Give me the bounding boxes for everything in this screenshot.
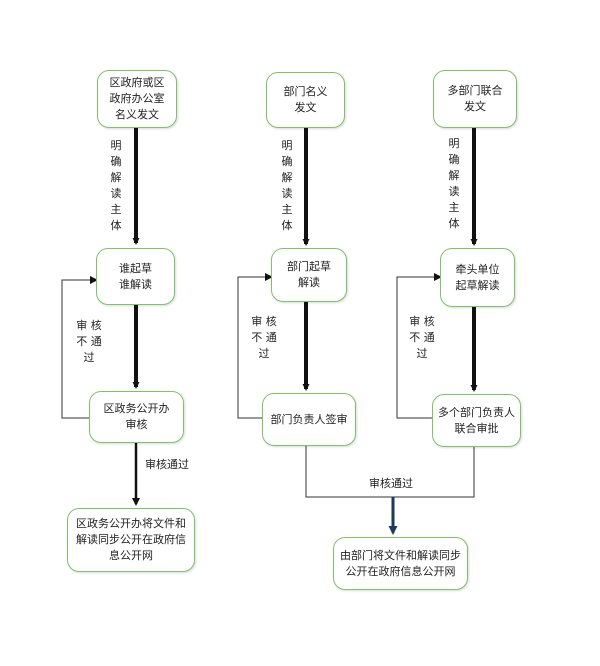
label-clarify-c1: 明 确 解 读 主 体 (110, 139, 122, 232)
label-clarify-c3: 明 确 解 读 主 体 (448, 137, 460, 230)
merge-line (305, 446, 475, 498)
node-dept-publish: 由部门将文件和解读同步 公开在政府信息公开网 (333, 537, 468, 590)
node-district-gov-issue: 区政府或区 政府办公室 名义发文 (97, 70, 177, 128)
node-department-issue: 部门名义 发文 (266, 72, 345, 128)
node-c2-draft-interpret: 部门起草 解读 (271, 248, 347, 302)
label-review-passed-c1: 审核通过 (145, 458, 189, 471)
node-dept-head-review: 部门负责人签审 (262, 393, 356, 446)
node-multi-department-issue: 多部门联合 发文 (433, 70, 517, 128)
fail-loop-c3 (396, 273, 442, 419)
node-multi-head-approval: 多个部门负责人 联合审批 (432, 394, 521, 447)
node-c3-lead-draft: 牵头单位 起草解读 (440, 248, 515, 307)
label-review-passed-merge: 审核通过 (369, 477, 413, 490)
label-review-failed-c1: 审 核 不 通 过 (76, 319, 102, 364)
label-review-failed-c3: 审 核 不 通 过 (409, 315, 435, 360)
label-review-failed-c2: 审 核 不 通 过 (251, 315, 277, 360)
fail-loop-c1 (61, 276, 98, 419)
node-c1-publish: 区政务公开办将文件和 解读同步公开在政府信 息公开网 (67, 508, 195, 572)
fail-loop-c2 (237, 273, 273, 419)
node-c1-draft-interpret: 谁起草 谁解读 (96, 248, 175, 305)
node-district-office-review: 区政务公开办 审核 (89, 391, 184, 443)
label-clarify-c2: 明 确 解 读 主 体 (281, 139, 293, 232)
